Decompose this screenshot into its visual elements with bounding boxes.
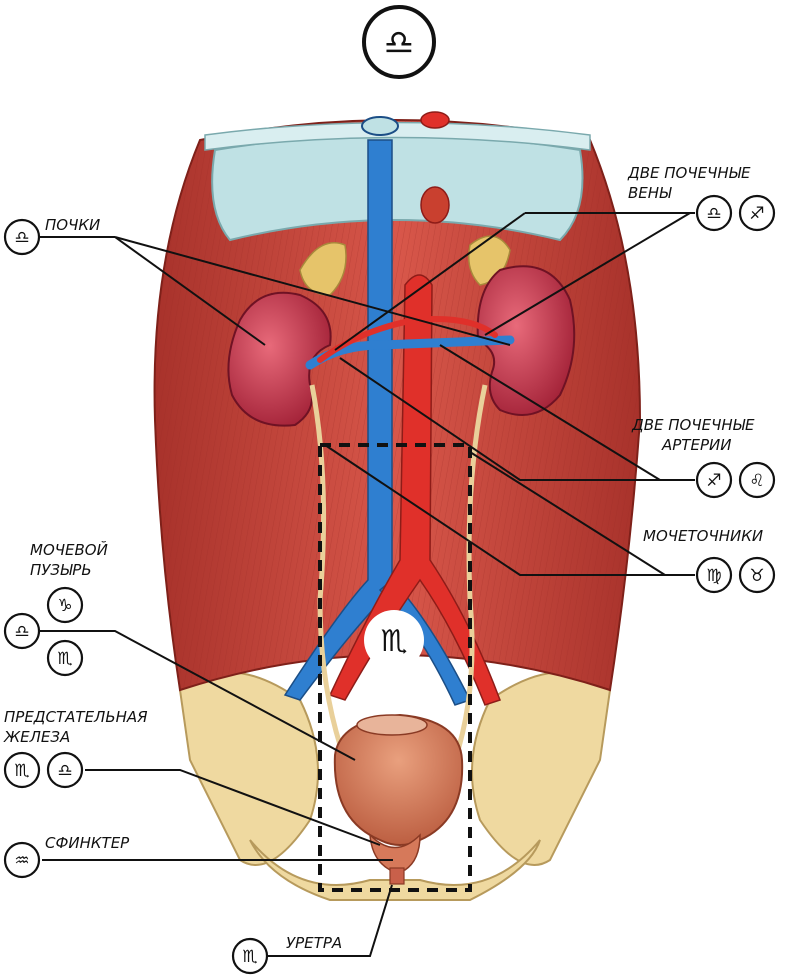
- leader-ureters-a: [324, 444, 665, 576]
- urethra-tube: [389, 867, 405, 885]
- symbol-circle: [695, 461, 733, 499]
- leader-bladder: [40, 630, 356, 761]
- symbol-circle: [46, 586, 84, 624]
- label-text: АРТЕРИИ: [661, 436, 731, 454]
- symbol-circle: [46, 639, 84, 677]
- pubic-bone: [249, 839, 541, 901]
- label-prostate: ПРЕДСТАТЕЛЬНАЯ ЖЕЛЕЗА ♏ ♎: [3, 708, 148, 789]
- renal-vein: [305, 335, 515, 370]
- prostate: [369, 833, 421, 871]
- symbol-circle: [3, 841, 41, 879]
- label-text: ДВЕ ПОЧЕЧНЫЕ: [627, 164, 751, 182]
- adrenal-gland-left: [299, 242, 347, 296]
- libra-icon: ♎: [14, 622, 29, 642]
- symbol-circle: [738, 556, 776, 594]
- symbol-circle: [738, 194, 776, 232]
- scorpio-icon: ♏: [381, 624, 408, 659]
- leader-ureters-b: [469, 451, 666, 576]
- label-sphincter: ♒ СФИНКТЕР: [3, 834, 130, 879]
- label-text: СФИНКТЕР: [45, 834, 130, 852]
- libra-icon: ♎: [384, 23, 414, 63]
- label-text: ЖЕЛЕЗА: [3, 728, 70, 746]
- pelvis-bone: [178, 671, 319, 866]
- top-zodiac-emblem: ♎: [362, 5, 436, 79]
- aquarius-icon: ♒: [14, 851, 29, 871]
- emblem-circle: [362, 5, 436, 79]
- symbol-circle: [695, 556, 733, 594]
- symbol-circle: [231, 937, 269, 975]
- kidney-left: [227, 291, 332, 427]
- sagittarius-icon: ♐: [706, 471, 721, 491]
- taurus-icon: ♉: [749, 566, 764, 586]
- label-ureters: МОЧЕТОЧНИКИ ♍ ♉: [643, 527, 776, 594]
- symbol-circle: [3, 612, 41, 650]
- symbol-circle: [3, 218, 41, 256]
- scorpio-icon: ♏: [57, 649, 72, 669]
- anatomy-illustration: ♏: [153, 111, 642, 901]
- scorpio-icon: ♏: [242, 947, 257, 967]
- leo-icon: ♌: [749, 471, 764, 491]
- symbol-circle: [738, 461, 776, 499]
- label-text: ПУЗЫРЬ: [30, 561, 92, 579]
- label-bladder: МОЧЕВОЙ ПУЗЫРЬ ♑ ♎ ♏: [3, 540, 108, 677]
- leader-kidneys-left: [114, 236, 266, 346]
- leader-renal-arteries-b: [339, 357, 660, 481]
- libra-icon: ♎: [14, 228, 29, 248]
- dashed-region: [318, 443, 472, 892]
- label-text: УРЕТРА: [286, 934, 342, 952]
- aorta: [328, 274, 501, 706]
- leader-renal-veins-left: [334, 212, 526, 351]
- label-urethra: ♏ УРЕТРА: [231, 934, 342, 975]
- symbol-circle: [695, 194, 733, 232]
- leader-renal-veins-right: [484, 212, 691, 336]
- pelvis-bone: [471, 671, 612, 866]
- label-kidneys: ♎ ПОЧКИ: [3, 216, 100, 256]
- leader-prostate: [85, 769, 381, 846]
- label-text: МОЧЕВОЙ: [30, 540, 108, 559]
- label-text: МОЧЕТОЧНИКИ: [643, 527, 763, 545]
- center-emblem-circle: [364, 610, 424, 670]
- leader-urethra: [262, 884, 393, 957]
- symbol-circle: [3, 751, 41, 789]
- label-text: ДВЕ ПОЧЕЧНЫЕ: [631, 416, 755, 434]
- label-renal-arteries: ДВЕ ПОЧЕЧНЫЕ АРТЕРИИ ♐ ♌: [631, 416, 776, 499]
- leader-renal-arteries-a: [439, 344, 661, 481]
- sagittarius-icon: ♐: [749, 204, 764, 224]
- label-text: ПРЕДСТАТЕЛЬНАЯ: [4, 708, 148, 726]
- virgo-icon: ♍: [706, 566, 721, 586]
- scorpio-icon: ♏: [14, 761, 29, 781]
- label-text: ВЕНЫ: [628, 184, 672, 202]
- leader-kidneys-right: [114, 236, 511, 346]
- capricorn-icon: ♑: [57, 596, 72, 616]
- label-renal-veins: ДВЕ ПОЧЕЧНЫЕ ВЕНЫ ♎ ♐: [627, 164, 776, 232]
- libra-icon: ♎: [706, 204, 721, 224]
- libra-icon: ♎: [57, 761, 72, 781]
- label-text: ПОЧКИ: [45, 216, 100, 234]
- leader-lines: [40, 212, 695, 957]
- symbol-circle: [46, 751, 84, 789]
